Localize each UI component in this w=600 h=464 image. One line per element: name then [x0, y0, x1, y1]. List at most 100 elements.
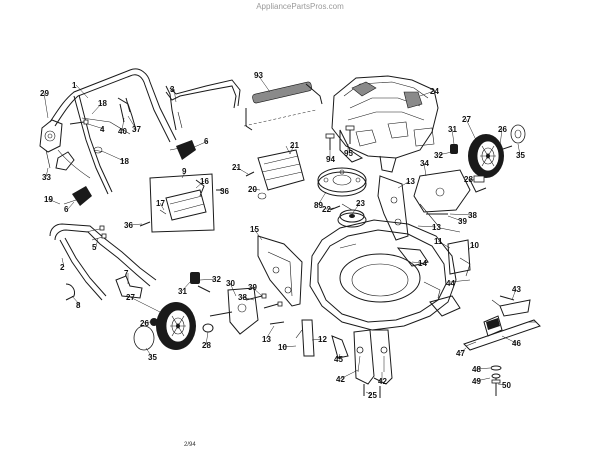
height-adjuster — [295, 319, 315, 357]
leader-line — [411, 261, 423, 264]
leader-line — [437, 240, 451, 249]
callout-2: 2 — [60, 263, 65, 272]
callout-8: 8 — [76, 301, 81, 310]
callout-95: 95 — [344, 149, 353, 158]
leader-line — [159, 202, 165, 211]
callout-42: 42 — [378, 377, 387, 386]
callout-27: 27 — [126, 293, 135, 302]
bolt-22 — [329, 205, 341, 211]
leader-line — [75, 84, 89, 99]
leader-line — [251, 188, 261, 191]
front-bolts — [245, 293, 285, 325]
callout-31: 31 — [178, 287, 187, 296]
deck-bolts — [363, 384, 381, 398]
leader-line — [251, 286, 263, 297]
lower-handle — [49, 223, 157, 301]
leader-line — [95, 237, 99, 248]
leader-line — [511, 288, 517, 301]
rear-wheel-right — [468, 134, 504, 178]
callout-43: 43 — [512, 285, 521, 294]
callout-9: 9 — [182, 167, 187, 176]
callout-23: 23 — [356, 199, 365, 208]
callout-26: 26 — [140, 319, 149, 328]
bolt-44 — [449, 279, 471, 283]
leader-line — [397, 180, 411, 189]
leader-line — [229, 282, 237, 297]
rear-door-bracket — [447, 239, 471, 277]
callout-6: 6 — [64, 205, 69, 214]
wheel-hub-left — [150, 318, 158, 326]
callout-28: 28 — [464, 175, 473, 184]
leader-line — [475, 377, 491, 382]
leader-line — [191, 140, 209, 149]
leader-line — [465, 118, 477, 141]
callout-34: 34 — [420, 159, 429, 168]
leader-line — [365, 391, 373, 396]
leader-line — [265, 325, 275, 340]
leader-line — [253, 228, 263, 241]
leader-line — [419, 90, 435, 97]
callout-29: 29 — [40, 89, 49, 98]
leader-line — [517, 143, 521, 156]
callout-18: 18 — [120, 157, 129, 166]
callout-42: 42 — [336, 375, 345, 384]
callout-37: 37 — [132, 125, 141, 134]
leader-line — [145, 347, 153, 358]
leader-line — [447, 215, 463, 222]
leader-line — [45, 167, 49, 178]
leader-line — [241, 296, 255, 301]
blade-stiffener — [491, 299, 531, 317]
leader-line — [467, 244, 475, 251]
callout-25: 25 — [368, 391, 377, 400]
leader-line — [339, 369, 359, 380]
blade-adapter-lower — [483, 315, 503, 337]
leader-line — [143, 321, 151, 324]
callout-1: 1 — [72, 81, 77, 90]
callout-12: 12 — [318, 335, 327, 344]
callout-45: 45 — [334, 355, 343, 364]
callout-31: 31 — [448, 125, 457, 134]
leader-line — [337, 353, 341, 360]
callout-13: 13 — [406, 177, 415, 186]
leader-line — [181, 170, 187, 179]
leader-line — [437, 151, 453, 156]
callout-39: 39 — [458, 217, 467, 226]
callout-27: 27 — [462, 115, 471, 124]
axle-plate — [227, 287, 259, 335]
lower-handle-bolts — [85, 225, 107, 241]
leader-line — [195, 180, 205, 189]
callout-19: 19 — [44, 195, 53, 204]
bolt-33 — [45, 149, 51, 169]
callout-89: 89 — [314, 201, 323, 210]
bolt-37-40 — [119, 97, 131, 123]
leader-line — [173, 88, 177, 103]
callout-10: 10 — [278, 343, 287, 352]
watermark: AppliancePartsPros.com — [256, 2, 344, 11]
leader-line — [281, 345, 297, 348]
callout-93: 93 — [254, 71, 263, 80]
leader-line — [325, 207, 335, 210]
callout-50: 50 — [502, 381, 511, 390]
callout-10: 10 — [470, 241, 479, 250]
callout-49: 49 — [472, 377, 481, 386]
callout-4: 4 — [100, 125, 105, 134]
callout-39: 39 — [248, 283, 257, 292]
handle-knob-upper — [169, 140, 196, 160]
leader-line — [417, 225, 437, 228]
callout-30: 30 — [226, 279, 235, 288]
leader-line — [289, 144, 295, 155]
callout-18: 18 — [98, 99, 107, 108]
leader-line — [501, 335, 517, 344]
leader-line — [127, 115, 137, 130]
mower-deck — [309, 219, 461, 331]
engine — [331, 75, 439, 173]
starter-cable — [243, 81, 323, 131]
callout-33: 33 — [42, 173, 51, 182]
callout-46: 46 — [512, 339, 521, 348]
callout-13: 13 — [262, 335, 271, 344]
leader-line — [181, 281, 191, 292]
callout-17: 17 — [156, 199, 165, 208]
callout-11: 11 — [434, 237, 443, 246]
callout-36: 36 — [124, 221, 133, 230]
blade-bolt — [490, 365, 502, 396]
